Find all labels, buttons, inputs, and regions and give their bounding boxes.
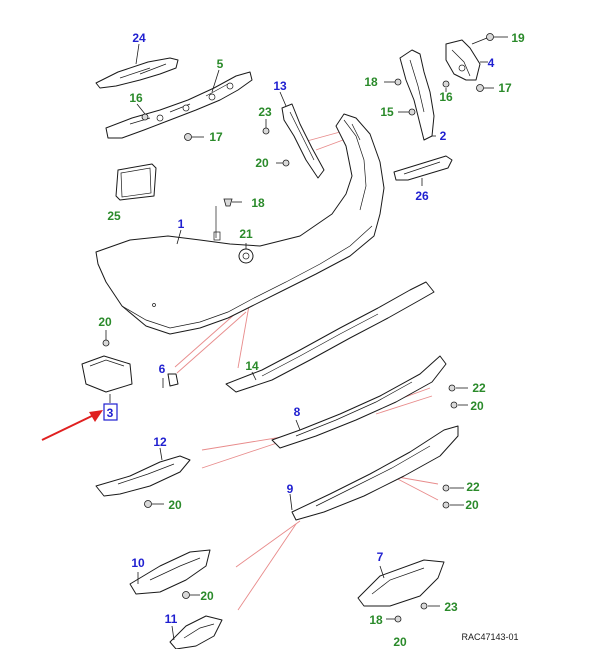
callout-20: 20 xyxy=(98,315,112,329)
callout-14: 14 xyxy=(245,359,259,373)
callout-labels: 24 5 16 17 13 23 20 18 19 4 16 17 15 2 2… xyxy=(98,31,525,649)
callout-11: 11 xyxy=(165,612,178,626)
callout-12: 12 xyxy=(153,435,167,449)
callout-21: 21 xyxy=(239,227,253,241)
callout-23: 23 xyxy=(258,105,272,119)
callout-9: 9 xyxy=(287,482,294,496)
callout-7: 7 xyxy=(377,550,384,564)
callout-4: 4 xyxy=(488,56,495,70)
callout-2: 2 xyxy=(440,129,447,143)
callout-20: 20 xyxy=(255,156,269,170)
callout-8: 8 xyxy=(294,405,301,419)
callout-17: 17 xyxy=(498,81,512,95)
reference-lines xyxy=(174,131,439,611)
callout-17: 17 xyxy=(209,130,223,144)
callout-20: 20 xyxy=(470,399,484,413)
callout-13: 13 xyxy=(273,79,287,93)
callout-20: 20 xyxy=(200,589,214,603)
part-6-clip xyxy=(167,373,179,387)
part-1-bumper-cover xyxy=(95,113,385,335)
part-4-bracket xyxy=(445,39,481,81)
callout-10: 10 xyxy=(131,556,145,570)
callout-1: 1 xyxy=(178,217,185,231)
callout-22: 22 xyxy=(466,480,480,494)
callout-24: 24 xyxy=(132,31,146,45)
callout-22: 22 xyxy=(472,381,486,395)
callout-3: 3 xyxy=(107,406,114,420)
callout-19: 19 xyxy=(511,31,525,45)
callout-16: 16 xyxy=(439,90,453,104)
callout-26: 26 xyxy=(415,189,429,203)
callout-20: 20 xyxy=(465,498,479,512)
part-5-bracket xyxy=(105,71,253,139)
callout-18: 18 xyxy=(251,196,265,210)
callout-5: 5 xyxy=(217,57,224,71)
part-8-trim xyxy=(271,355,447,449)
diagram-code: RAC47143-01 xyxy=(461,632,518,642)
part-7-panel xyxy=(357,559,445,607)
part-9-diffuser xyxy=(291,425,459,521)
part-2-side-bracket xyxy=(399,49,435,141)
part-24-bracket xyxy=(95,57,179,89)
callout-23: 23 xyxy=(444,600,458,614)
callout-20: 20 xyxy=(393,635,407,649)
callout-16: 16 xyxy=(129,91,143,105)
pointer-arrow xyxy=(41,410,103,441)
callout-25: 25 xyxy=(107,209,121,223)
part-13-side-bracket xyxy=(281,103,325,179)
callout-18: 18 xyxy=(364,75,378,89)
callout-15: 15 xyxy=(380,105,394,119)
part-11-bracket xyxy=(169,615,223,649)
part-25-panel xyxy=(115,163,157,201)
callout-20: 20 xyxy=(168,498,182,512)
part-14-trim xyxy=(225,281,435,393)
callout-18: 18 xyxy=(369,613,383,627)
highlight-box xyxy=(103,403,118,421)
part-10-bracket xyxy=(129,549,211,595)
callout-6: 6 xyxy=(159,362,166,376)
part-3-panel xyxy=(81,355,133,393)
